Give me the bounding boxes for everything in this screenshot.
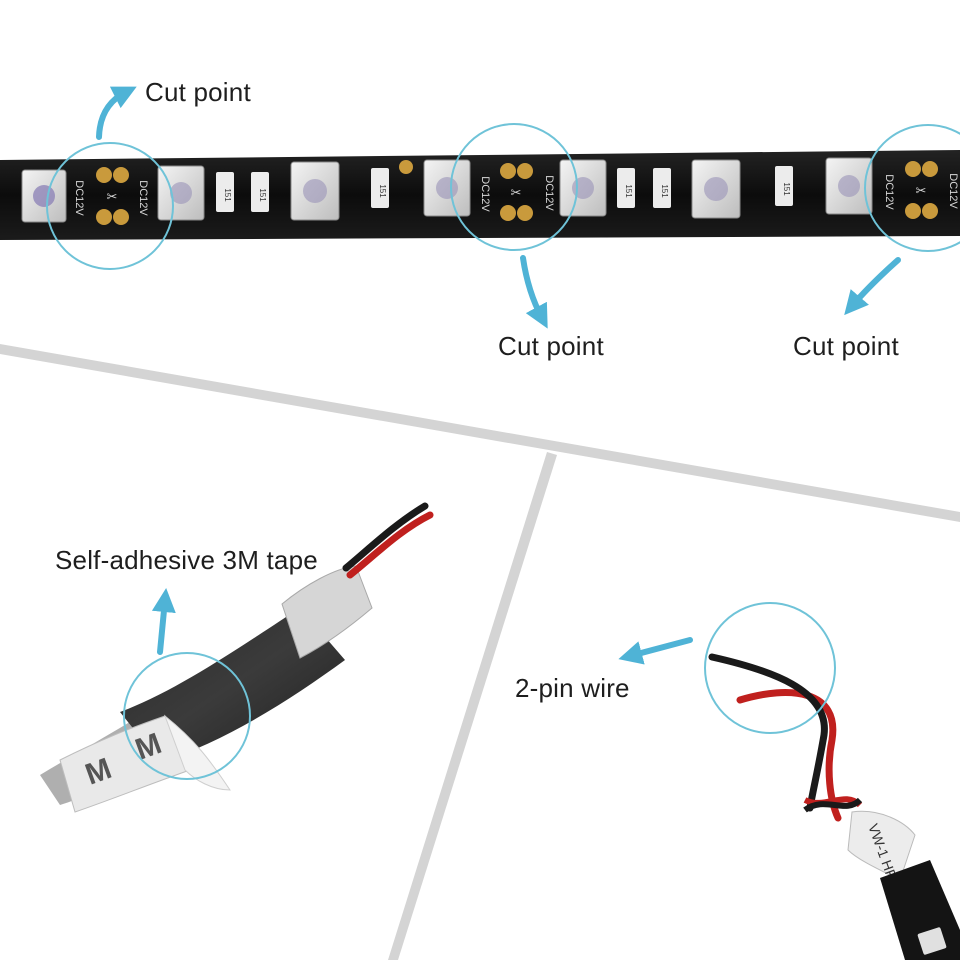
cut-point-label-3: Cut point [793,331,899,361]
voltage-marking: DC12V [73,180,85,216]
black-wire [708,653,828,812]
cut-point-label-2: Cut point [498,331,604,361]
resistor [251,172,269,212]
copper-pad [113,209,129,225]
voltage-marking: DC12V [947,173,959,209]
end-cap [281,565,373,659]
led-lens [704,177,728,201]
highlight-circle [46,142,174,270]
arrow-icon [151,588,176,655]
led-chip [917,927,947,955]
scissors-icon: ✂ [916,184,927,199]
tape-backing [120,608,345,762]
cut-pads-3: ✂ DC12V [905,161,959,219]
led-strip: DC12V ✂ DC12V 151 151 151 DC12V [0,150,960,240]
sleeve [847,810,916,881]
copper-pad [517,163,533,179]
led-lens [838,175,860,197]
cut-point-arrows [96,86,901,329]
resistor [775,166,793,206]
voltage-marking: DC12V [543,175,555,211]
tape-liner-curl [163,714,231,791]
resistor-code: 151 [223,188,232,202]
wire-panel: VW-1 HFT [618,602,960,960]
led-lens [33,185,55,207]
copper-pad [905,203,921,219]
highlight-circle [704,602,836,734]
segment-3: 151 151 151 DC12V [559,157,895,219]
vertical-divider [388,452,557,960]
scissors-icon: ✂ [107,190,118,205]
copper-pad [399,160,413,174]
arrow-icon [520,255,548,329]
scissors-icon: ✂ [511,186,522,201]
cut-pads-1: ✂ DC12V [96,167,149,225]
wire-label: 2-pin wire [515,673,630,703]
cut-point-label-1: Cut point [145,77,251,107]
highlight-circle [864,124,960,252]
resistor [371,168,389,208]
resistor-code: 151 [660,184,669,198]
resistor-code: 151 [378,184,387,198]
copper-pad [905,161,921,177]
copper-pad [96,167,112,183]
strip-end [880,860,960,960]
led-lens [436,177,458,199]
led-lens [303,179,327,203]
voltage-marking: DC12V [137,180,149,216]
voltage-marking: DC12V [479,176,491,212]
resistor-code: 151 [782,182,791,196]
copper-pad [113,167,129,183]
copper-pad [922,203,938,219]
arrow-icon [618,637,693,665]
resistor-code: 151 [258,188,267,202]
led-lens [170,182,192,204]
led-lens [572,177,594,199]
black-wire [342,502,429,572]
segment-1: DC12V [21,169,85,223]
copper-pad [922,161,938,177]
red-wire [736,689,842,822]
highlight-circle [450,123,578,251]
resistor [216,172,234,212]
red-wire [346,511,434,579]
cut-pads-2: ✂ DC12V [500,163,555,221]
arrow-icon [96,86,137,140]
resistor-code: 151 [624,184,633,198]
copper-pad [517,205,533,221]
resistor [617,168,635,208]
twisted-section [803,797,863,813]
voltage-marking: DC12V [883,174,895,210]
copper-pad [500,205,516,221]
panel-dividers [0,344,960,960]
tape-label: Self-adhesive 3M tape [55,545,318,575]
arrow-icon [844,257,901,316]
highlight-circle [123,652,251,780]
horizontal-divider [0,344,960,522]
resistor [653,168,671,208]
copper-pad [500,163,516,179]
tape-panel: M M [40,502,434,813]
segment-2: 151 151 151 DC12V [157,159,491,221]
copper-pad [96,209,112,225]
cut-point-highlights [46,123,960,270]
